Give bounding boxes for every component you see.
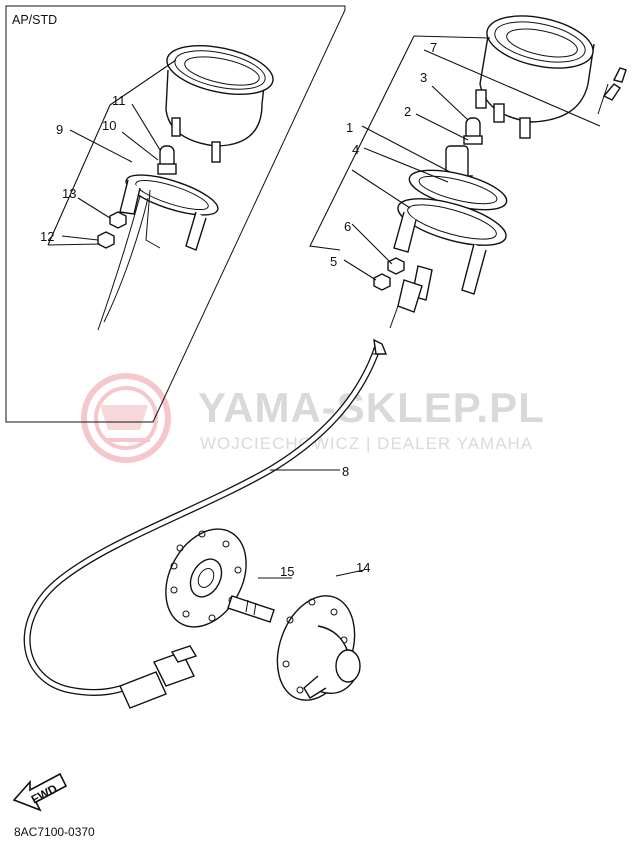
cable-lower-fitting [119, 645, 198, 709]
callout-13: 13 [62, 186, 76, 201]
speedometer-cable [23, 338, 388, 696]
main-bracket [393, 198, 507, 295]
watermark-subtitle: WOJCIECHOWICZ | DEALER YAMAHA [200, 434, 533, 453]
callout-1: 1 [346, 120, 353, 135]
main-meter [475, 15, 595, 139]
drawing-code: 8AC7100-0370 [14, 825, 95, 839]
main-nut-5 [373, 273, 391, 291]
variant-label: AP/STD [12, 13, 57, 27]
inset-bulb [157, 145, 177, 175]
callout-2: 2 [404, 104, 411, 119]
callout-11: 11 [112, 93, 126, 108]
inset-panel: AP/STD [5, 5, 346, 423]
callout-12: 12 [40, 229, 54, 244]
callout-14: 14 [356, 560, 370, 575]
callout-4: 4 [352, 142, 359, 157]
main-cable-end [389, 265, 433, 329]
callout-15: 15 [280, 564, 294, 579]
fwd-arrow-icon: FWD [12, 772, 68, 812]
meter-wire-lead [517, 67, 627, 182]
callout-8: 8 [342, 464, 349, 479]
drive-shaft [227, 595, 275, 623]
main-bulb [463, 117, 483, 145]
callout-6: 6 [344, 219, 351, 234]
callout-3: 3 [420, 70, 427, 85]
main-damper [408, 169, 508, 211]
watermark-logo [81, 373, 171, 463]
callout-7: 7 [430, 40, 437, 55]
inset-nut-12 [97, 231, 115, 249]
drive-plate [165, 528, 247, 628]
watermark: YAMA-SKLEP.PL WOJCIECHOWICZ | DEALER YAM… [81, 373, 545, 463]
callout-9: 9 [56, 122, 63, 137]
watermark-title: YAMA-SKLEP.PL [198, 384, 545, 431]
inset-nut-13 [109, 211, 127, 229]
inset-bracket [119, 174, 219, 251]
callout-5: 5 [330, 254, 337, 269]
gear-unit [276, 595, 361, 701]
callout-10: 10 [102, 118, 116, 133]
main-nut-6 [387, 257, 405, 275]
inset-meter [165, 45, 274, 163]
